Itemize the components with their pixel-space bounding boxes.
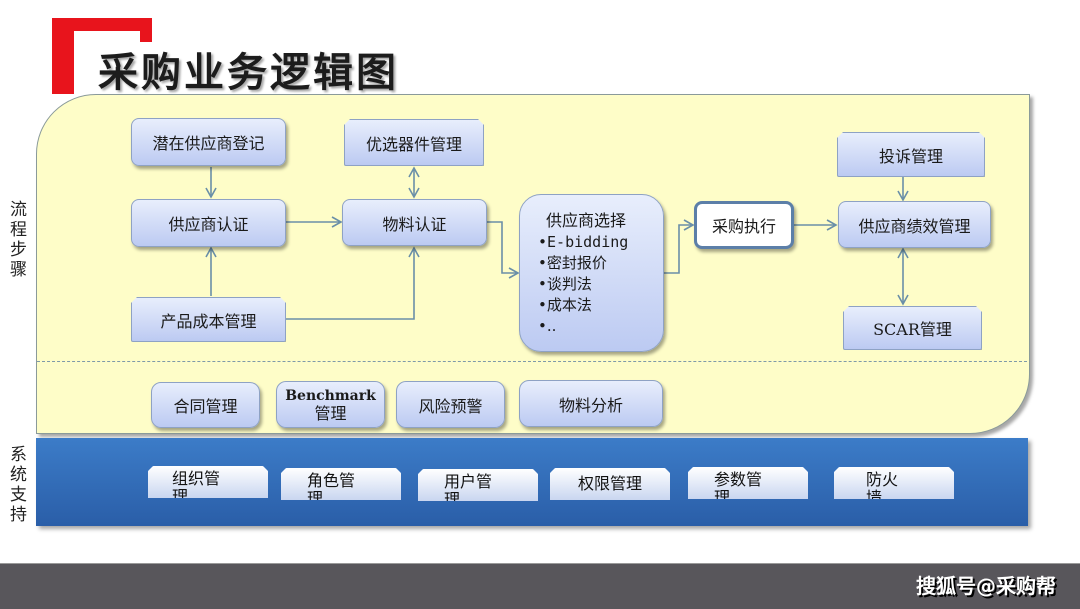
arrow-material-to-selection [487, 221, 520, 279]
node-procurement-execution[interactable]: 采购执行 [694, 201, 794, 249]
node-product-cost-management[interactable]: 产品成本管理 [131, 297, 286, 342]
title-bracket-top [52, 18, 152, 31]
node-scar-management[interactable]: SCAR管理 [843, 306, 982, 350]
node-potential-supplier-registration[interactable]: 潜在供应商登记 [131, 118, 286, 166]
node-preferred-parts-management[interactable]: 优选器件管理 [344, 119, 484, 166]
selection-method-item: •谈判法 [538, 275, 592, 293]
panel-divider [37, 361, 1027, 362]
system-module-parameter[interactable]: 参数管 理 [688, 467, 808, 499]
module-label-line2: 管理 [314, 403, 347, 423]
watermark: 搜狐号@采购帮 [916, 574, 1056, 598]
page-title: 采购业务逻辑图 [98, 50, 399, 96]
node-label: SCAR管理 [873, 320, 952, 339]
module-label: Benchmark [285, 387, 376, 404]
support-module-benchmark[interactable]: Benchmark 管理 [276, 381, 385, 428]
node-label: 潜在供应商登记 [152, 134, 265, 153]
module-label: 组织管 [172, 469, 221, 488]
module-label: 防火 [866, 470, 899, 489]
node-complaint-management[interactable]: 投诉管理 [837, 132, 985, 177]
module-label: 用户管 [444, 472, 493, 491]
node-label: 供应商认证 [168, 215, 249, 234]
node-label: 采购执行 [711, 217, 776, 236]
system-module-user[interactable]: 用户管 理 [418, 469, 538, 501]
system-module-permission[interactable]: 权限管理 [550, 468, 670, 500]
node-label: 投诉管理 [878, 146, 943, 166]
module-label: 合同管理 [173, 397, 238, 416]
module-label: 权限管理 [577, 474, 642, 493]
module-label: 风险预警 [418, 396, 483, 416]
selection-method-item: •E-bidding [538, 233, 629, 251]
node-label: 物料认证 [382, 214, 447, 234]
module-label: 参数管 [714, 470, 763, 489]
node-material-certification[interactable]: 物料认证 [342, 199, 487, 246]
support-module-material-analysis[interactable]: 物料分析 [519, 380, 663, 427]
node-label: 产品成本管理 [160, 311, 257, 331]
arrow-selection-to-execution [664, 219, 695, 274]
selection-method-item: •.. [538, 317, 557, 335]
support-module-contract[interactable]: 合同管理 [151, 382, 260, 428]
system-module-firewall[interactable]: 防火 墙 [834, 467, 954, 499]
title-bracket-left [52, 18, 74, 94]
selection-method-item: •密封报价 [538, 254, 607, 272]
support-module-risk-alert[interactable]: 风险预警 [396, 381, 505, 428]
node-label: 优选器件管理 [365, 134, 462, 154]
arrow-cost-to-material [286, 246, 420, 320]
system-module-organization[interactable]: 组织管 理 [148, 466, 268, 498]
module-label: 角色管 [307, 471, 356, 490]
node-supplier-performance-management[interactable]: 供应商绩效管理 [838, 201, 991, 248]
selection-method-item: •成本法 [538, 296, 592, 314]
node-label: 供应商选择 [546, 211, 627, 230]
system-module-role[interactable]: 角色管 理 [281, 468, 401, 500]
node-label: 供应商绩效管理 [858, 216, 971, 236]
process-steps-label: 流程步骤 [10, 200, 27, 280]
title-bracket-tip [140, 18, 152, 42]
module-label: 物料分析 [558, 395, 623, 415]
footer-bar [0, 563, 1080, 609]
node-supplier-certification[interactable]: 供应商认证 [131, 199, 286, 247]
node-supplier-selection[interactable]: 供应商选择 •E-bidding •密封报价 •谈判法 •成本法 •.. [519, 194, 664, 352]
system-support-label: 系统支持 [10, 445, 27, 525]
